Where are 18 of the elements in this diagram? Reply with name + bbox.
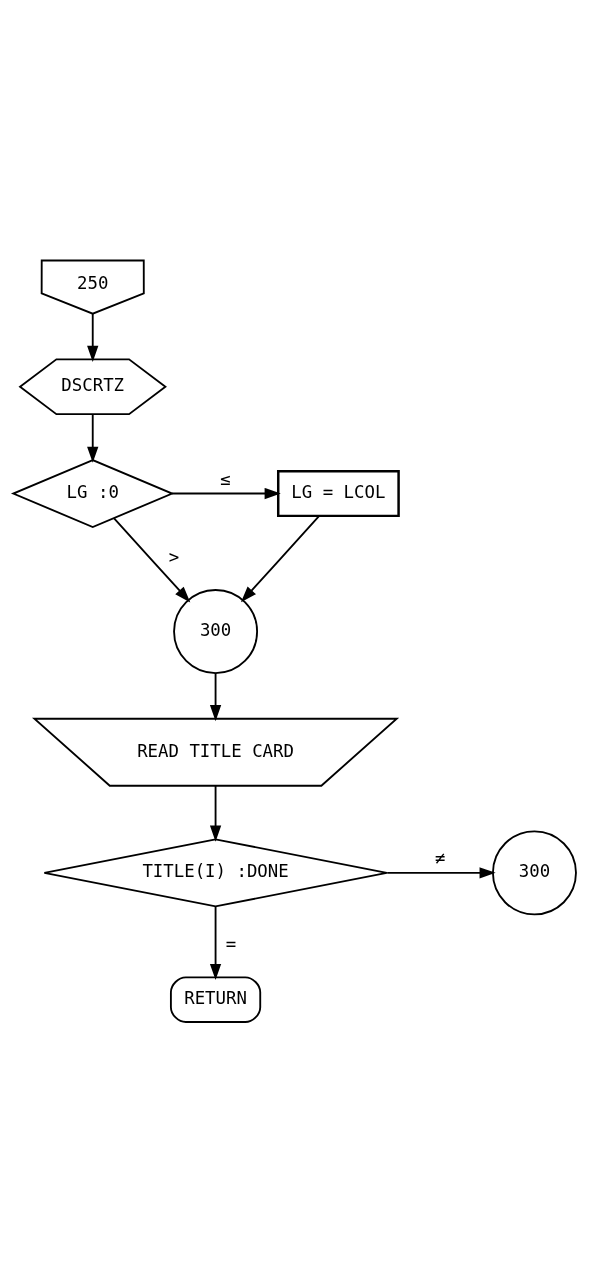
arrow xyxy=(87,312,99,362)
node-circle: 300 xyxy=(492,829,577,915)
node-diamond: LG :0 xyxy=(10,458,175,528)
arrow xyxy=(386,866,496,878)
arrow xyxy=(209,671,222,721)
edge-label: ≠ xyxy=(434,847,446,868)
node-diamond: TITLE(I) :DONE xyxy=(43,837,388,907)
edge-label: ≤ xyxy=(219,468,231,489)
edge-label: = xyxy=(225,933,237,954)
node-box: LG = LCOL xyxy=(277,469,400,517)
arrow xyxy=(171,487,281,499)
arrow xyxy=(209,784,222,842)
edge-label: > xyxy=(168,546,180,567)
arrow xyxy=(240,514,321,602)
arrow xyxy=(209,905,222,980)
arrow xyxy=(113,516,191,602)
arrow xyxy=(87,412,99,463)
node-box: RETURN xyxy=(169,975,262,1023)
